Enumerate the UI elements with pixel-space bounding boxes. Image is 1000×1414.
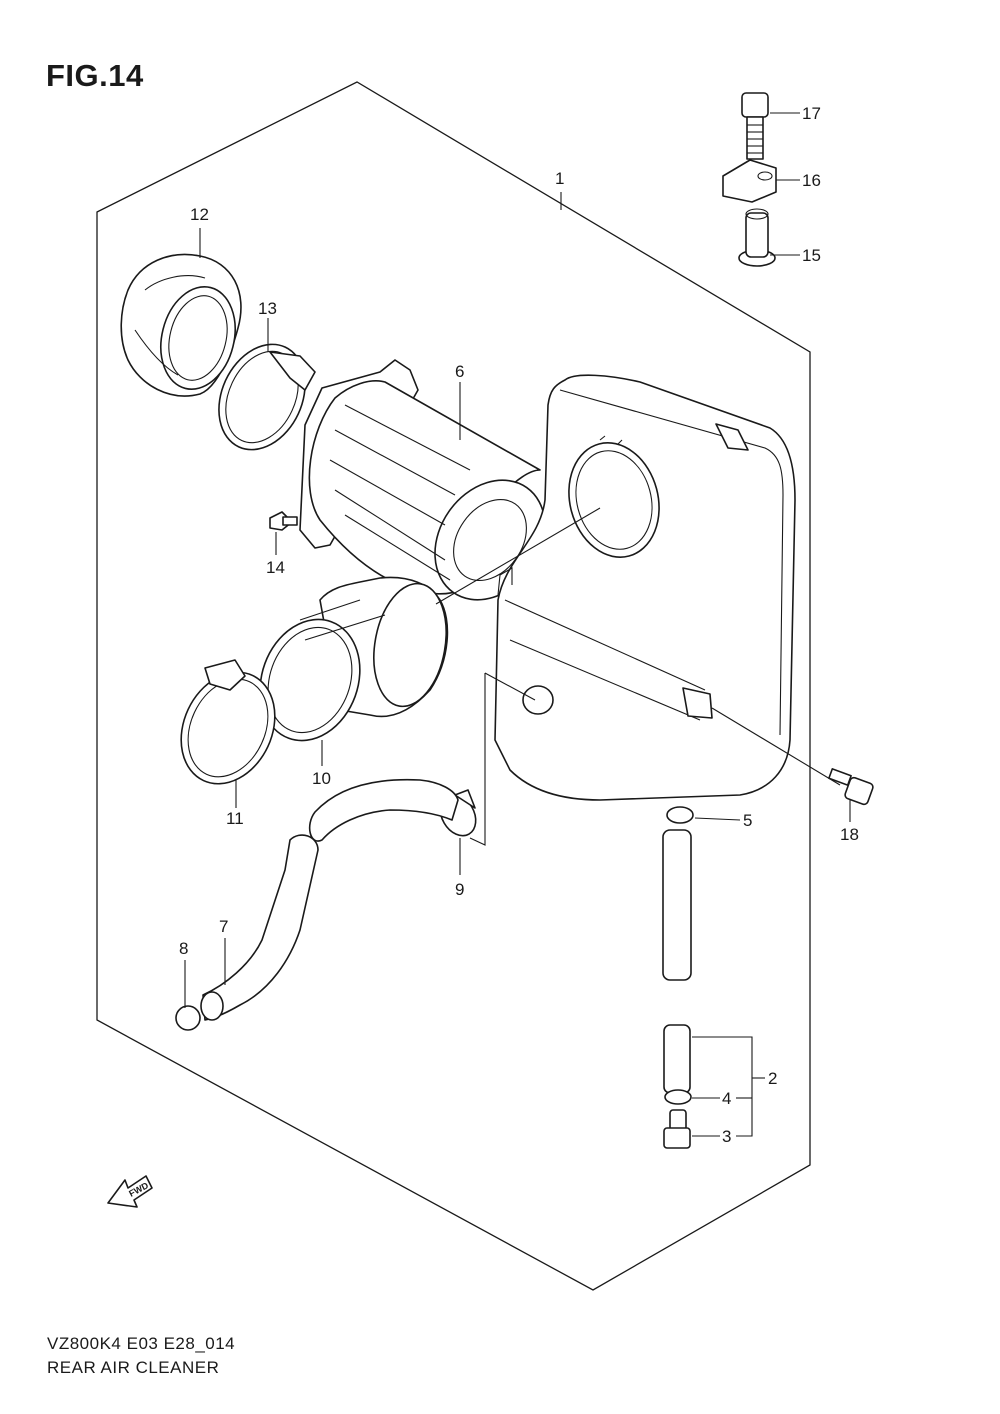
callout-15: 15 [802,246,821,265]
part-14-screw[interactable] [269,511,298,531]
assembly-outline [96,81,811,1291]
callout-16: 16 [802,171,821,190]
callout-8: 8 [179,939,188,958]
model-code: VZ800K4 E03 E28_014 [47,1334,236,1353]
callout-13: 13 [258,299,277,318]
fwd-arrow-icon: FWD [107,1175,153,1208]
part-17-bolt[interactable] [741,92,769,160]
callouts: 1 2 3 4 5 6 7 8 9 10 11 12 13 14 15 16 1… [179,104,859,1146]
part-16-bracket[interactable] [722,159,777,203]
callout-4: 4 [722,1089,731,1108]
part-3-drain-plug[interactable] [663,1109,691,1149]
part-13-clamp[interactable] [203,330,322,464]
callout-7: 7 [219,917,228,936]
figure-title: FIG.14 [46,58,144,93]
callout-14: 14 [266,558,285,577]
leader-lines [184,112,851,1137]
part-2-drain-tube[interactable] [662,829,692,1094]
part-1-air-cleaner-case[interactable] [494,374,796,801]
part-15-collar[interactable] [738,208,776,267]
section-name: REAR AIR CLEANER [47,1358,220,1377]
part-11-clamp[interactable] [164,657,293,799]
part-4-clip[interactable] [664,1089,692,1105]
callout-5: 5 [743,811,752,830]
part-10-joint[interactable] [244,576,456,754]
callout-6: 6 [455,362,464,381]
callout-3: 3 [722,1127,731,1146]
part-5-clip[interactable] [666,806,694,824]
callout-1: 1 [555,169,564,188]
part-8-plug[interactable] [175,1005,201,1031]
callout-2: 2 [768,1069,777,1088]
callout-9: 9 [455,880,464,899]
callout-12: 12 [190,205,209,224]
part-18-bolt[interactable] [828,768,874,806]
callout-10: 10 [312,769,331,788]
callout-11: 11 [226,809,244,828]
callout-18: 18 [840,825,859,844]
callout-17: 17 [802,104,821,123]
part-12-funnel-cover[interactable] [120,253,245,397]
part-7-hose[interactable] [200,778,459,1021]
